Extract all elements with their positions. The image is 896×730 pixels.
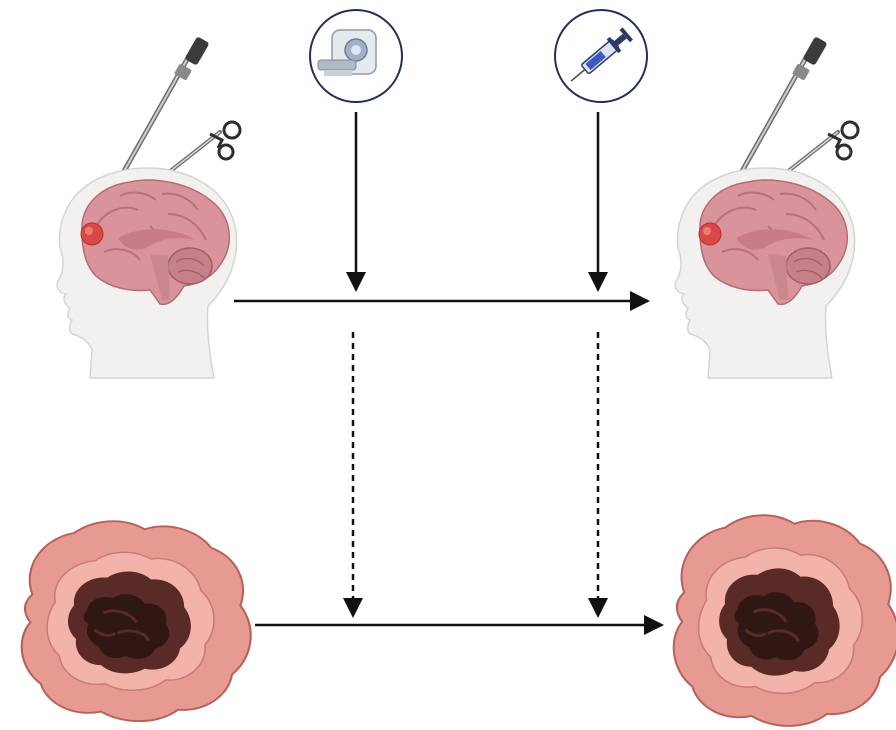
syringe-icon (555, 10, 647, 102)
tumor-cross-section-right (674, 515, 896, 726)
tumor-cross-section-left (22, 521, 251, 721)
mri-scanner-icon (310, 10, 402, 102)
patient-head-left (57, 36, 240, 378)
patient-head-right (675, 36, 858, 378)
